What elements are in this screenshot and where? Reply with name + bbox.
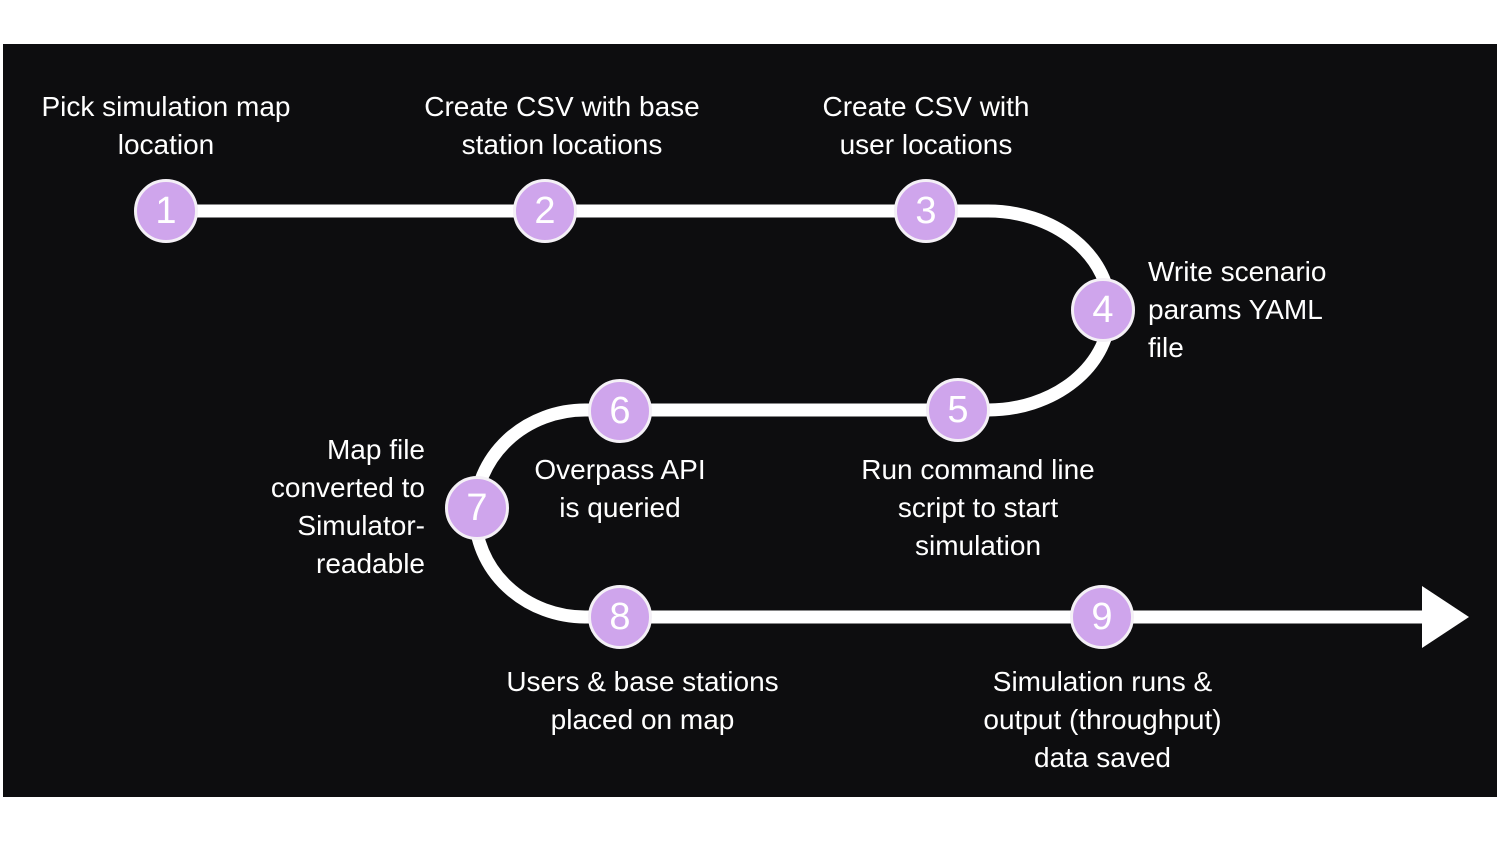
step-circle-7: 7 bbox=[445, 476, 509, 540]
step-circle-4: 4 bbox=[1071, 278, 1135, 342]
step-circle-9: 9 bbox=[1070, 585, 1134, 649]
step-label-5: Run command line script to start simulat… bbox=[861, 454, 1095, 561]
step-label-6: Overpass API is queried bbox=[534, 454, 706, 523]
step-circle-1: 1 bbox=[134, 179, 198, 243]
step-label-7: Map file converted to Simulator- readabl… bbox=[270, 434, 425, 579]
step-circle-6: 6 bbox=[588, 379, 652, 443]
step-circle-2: 2 bbox=[513, 179, 577, 243]
step-label-9: Simulation runs & output (throughput) da… bbox=[983, 666, 1222, 773]
step-label-3: Create CSV with user locations bbox=[822, 91, 1030, 160]
step-label-2: Create CSV with base station locations bbox=[424, 91, 700, 160]
step-label-4: Write scenario params YAML file bbox=[1148, 256, 1327, 363]
step-circle-5: 5 bbox=[926, 378, 990, 442]
step-circle-8: 8 bbox=[588, 585, 652, 649]
step-label-1: Pick simulation map location bbox=[41, 91, 291, 160]
step-label-8: Users & base stations placed on map bbox=[506, 666, 779, 735]
step-circle-3: 3 bbox=[894, 179, 958, 243]
